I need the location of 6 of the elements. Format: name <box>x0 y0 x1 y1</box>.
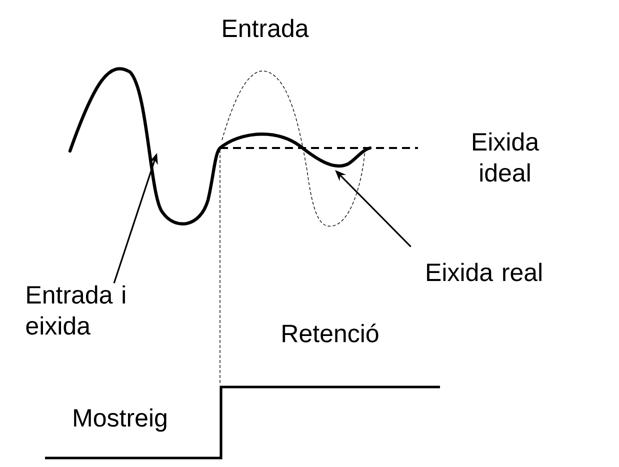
text-label: Eixida ideal <box>473 132 540 182</box>
text-label: Entrada <box>223 18 309 38</box>
text-label: Mostreig <box>74 408 166 432</box>
text-label: Eixida real <box>427 262 542 282</box>
text-label: Entrada i eixida <box>26 285 125 335</box>
text-label: Retenció <box>282 324 378 342</box>
